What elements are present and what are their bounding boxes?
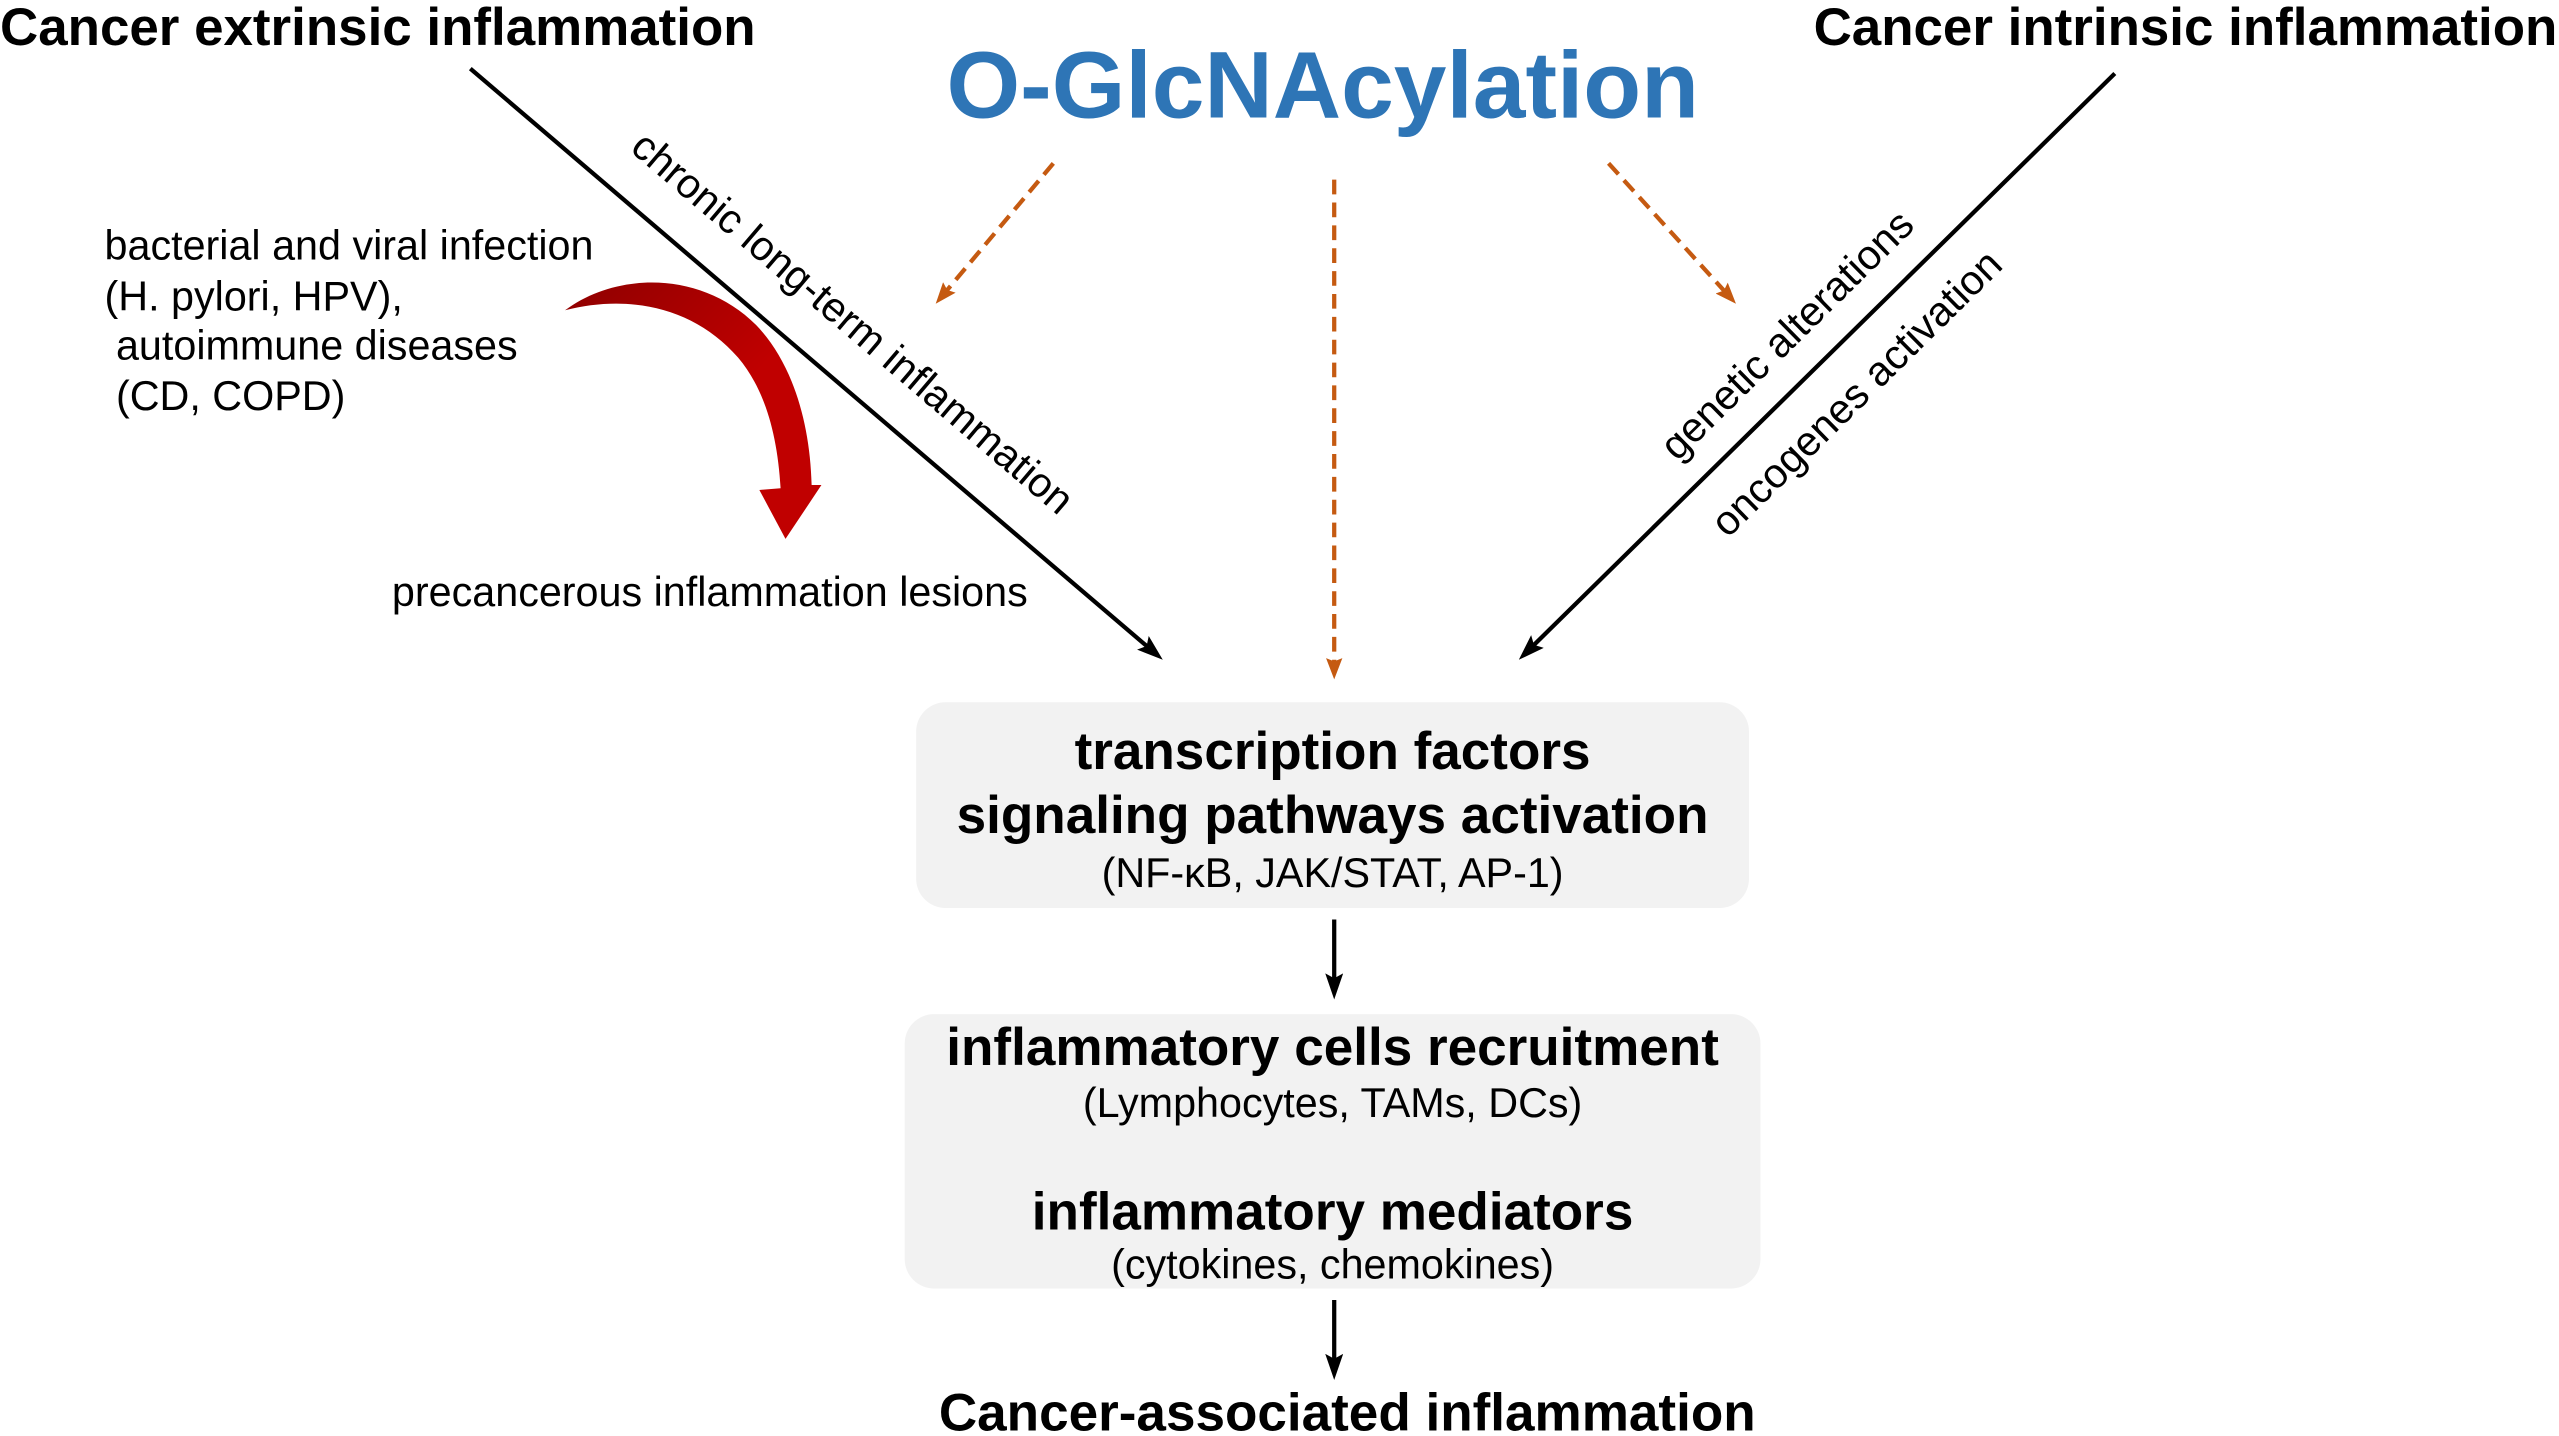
cells-examples: (Lymphocytes, TAMs, DCs) (1083, 1080, 1582, 1126)
extrinsic-source-title: Cancer extrinsic inflammation (0, 0, 756, 57)
chronic-inflammation-label: chronic long-term inflammation (623, 122, 1083, 523)
signaling-activation-box (916, 702, 1750, 909)
signaling-examples: (NF-κB, JAK/STAT, AP-1) (1102, 850, 1564, 896)
extrinsic-pathway-arrow (468, 67, 1163, 660)
signaling-box-group: transcription factors signaling pathways… (916, 702, 1750, 909)
inflammation-response-box (904, 1014, 1761, 1289)
intrinsic-branch: genetic alterations oncogenes activation (1518, 72, 2117, 660)
intrinsic-pathway-arrow (1518, 72, 2117, 660)
intrinsic-source-title: Cancer intrinsic inflammation (1814, 0, 2558, 57)
extrinsic-branch: chronic long-term inflammation bacterial… (105, 67, 1163, 660)
signaling-pathways-heading: signaling pathways activation (957, 786, 1709, 845)
o-glcnac-arrows (935, 161, 1736, 680)
mediators-examples: (cytokines, chemokines) (1111, 1242, 1554, 1288)
trigger-line-infection: bacterial and viral infection (105, 223, 594, 269)
infection-to-lesion-curved-arrow (565, 282, 822, 539)
transcription-factors-heading: transcription factors (1075, 722, 1591, 781)
inflammation-box-group: inflammatory cells recruitment (Lymphocy… (904, 1014, 1761, 1289)
o-glcnacylation-title: O-GlcNAcylation (947, 33, 1699, 139)
trigger-line-pathogens: (H. pylori, HPV), (105, 273, 403, 319)
outcome-label: Cancer-associated inflammation (939, 1384, 1756, 1436)
trigger-line-autoimmune: autoimmune diseases (116, 322, 518, 368)
precancerous-lesions-label: precancerous inflammation lesions (392, 569, 1028, 615)
trigger-line-diseases: (CD, COPD) (116, 373, 345, 419)
o-glcnac-to-intrinsic-dashed-arrow (1606, 161, 1736, 304)
cells-recruitment-heading: inflammatory cells recruitment (946, 1018, 1719, 1077)
o-glcnac-to-extrinsic-dashed-arrow (935, 161, 1055, 304)
header-group: Cancer extrinsic inflammation O-GlcNAcyl… (0, 0, 2557, 139)
mediators-heading: inflammatory mediators (1032, 1183, 1634, 1242)
